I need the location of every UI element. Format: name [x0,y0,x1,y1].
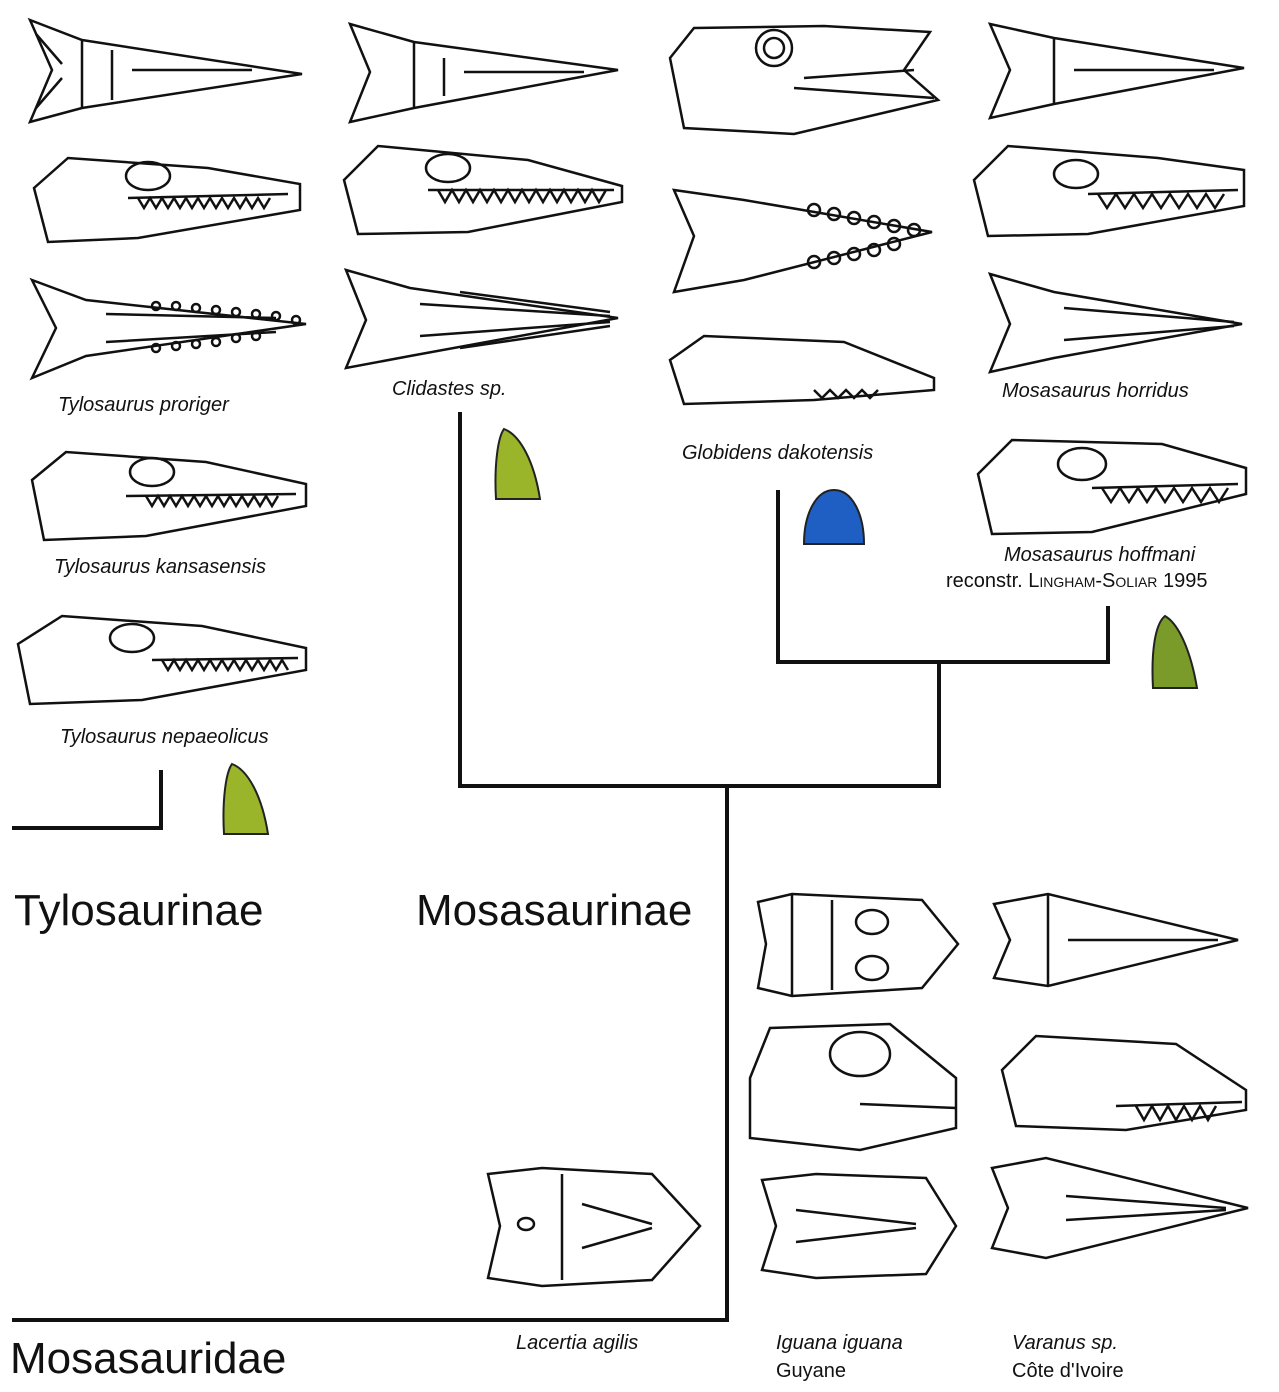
skull-mosasaurus-horridus-ventral [984,268,1248,378]
label-varanus: Varanus sp. [1012,1332,1118,1355]
skull-tylosaurus-kansasensis-lateral [26,444,312,548]
label-tylosaurus-proriger: Tylosaurus proriger [58,394,229,417]
skull-globidens-ventral [664,170,940,300]
label-clidastes: Clidastes sp. [392,378,507,401]
label-mosasaurus-hoffmani: Mosasaurus hoffmani [1004,544,1195,567]
skull-mosasaurus-hoffmani-lateral [972,434,1252,542]
tooth-icon-globidens [800,486,870,550]
skull-clidastes-dorsal [344,18,624,128]
label-iguana: Iguana iguana [776,1332,903,1355]
tooth-icon-clidastes [490,425,546,503]
skull-globidens-lateral [664,18,944,136]
skull-iguana-dorsal [752,890,964,1000]
tylosaurinae-branch [12,770,161,828]
tooth-icon-mosasaurus [1147,612,1203,692]
label-reconstruction-credit: reconstr. Lingham-Soliar 1995 [946,570,1207,593]
skull-iguana-lateral [740,1018,964,1158]
clade-mosasaurinae: Mosasaurinae [416,886,692,936]
tooth-icon-tylosaurus [218,760,274,838]
label-lacertia: Lacertia agilis [516,1332,638,1355]
label-iguana-locality: Guyane [776,1360,846,1383]
skull-lacertia-dorsal [482,1164,706,1290]
label-tylosaurus-nepaeolicus: Tylosaurus nepaeolicus [60,726,269,749]
label-varanus-locality: Côte d'Ivoire [1012,1360,1124,1383]
skull-varanus-dorsal [988,888,1250,994]
skull-clidastes-lateral [338,140,628,240]
skull-mosasaurus-horridus-dorsal [984,18,1250,122]
label-mosasaurus-horridus: Mosasaurus horridus [1002,380,1189,403]
skull-globidens-lateral-2 [664,330,942,410]
skull-varanus-lateral [996,1030,1252,1140]
skull-clidastes-ventral [340,264,624,374]
skull-tylosaurus-proriger-ventral [26,268,312,386]
clade-tylosaurinae: Tylosaurinae [14,886,263,936]
label-globidens: Globidens dakotensis [682,442,873,465]
label-tylosaurus-kansasensis: Tylosaurus kansasensis [54,556,266,579]
skull-iguana-ventral [756,1170,962,1282]
skull-mosasaurus-horridus-lateral [968,140,1250,244]
skull-tylosaurus-proriger-dorsal [22,10,312,130]
skull-tylosaurus-proriger-lateral [28,148,308,248]
clade-mosasauridae: Mosasauridae [10,1334,286,1384]
skull-varanus-ventral [986,1152,1254,1266]
skull-tylosaurus-nepaeolicus-lateral [12,608,312,712]
